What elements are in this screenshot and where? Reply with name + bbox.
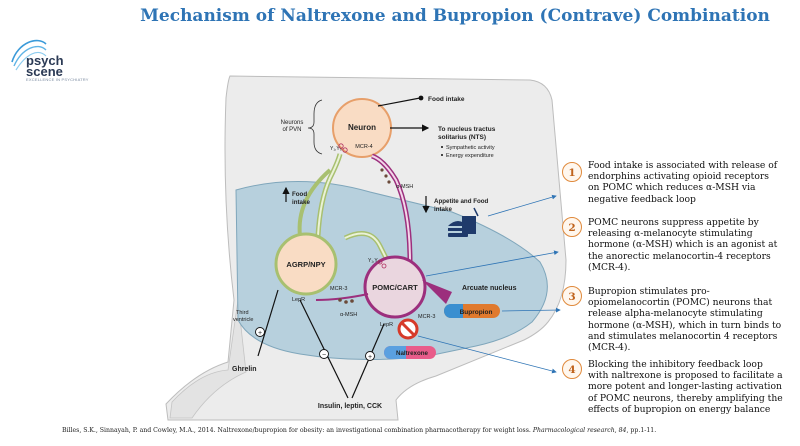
note-1-badge: 1 [562, 162, 582, 182]
agrp-npy-label: AGRP/NPY [286, 260, 325, 269]
connector-note-2 [425, 250, 559, 277]
insulin-to-agrp-line [299, 299, 349, 399]
bupropion-label: Bupropion [460, 309, 493, 316]
note-4-text: Blocking the inhibitory feedback loop wi… [588, 359, 783, 415]
naltrexone-capsule: Naltrexone [384, 346, 436, 359]
amsh-bottom-label: α-MSH [340, 312, 357, 318]
third-ventricle-line1: Third [236, 310, 249, 316]
insulin-to-pomc-line [351, 323, 385, 399]
logo-swirl-icon [11, 39, 47, 71]
logo-tagline: EXCELLENCE IN PSYCHIATRY [26, 77, 89, 82]
logo-word-psych: psych [26, 53, 64, 68]
citation-authors: Billes, S.K., Sinnayah, P. and Cowley, M… [62, 427, 533, 434]
nts-label-line1: To nucleus tractus [438, 126, 496, 133]
food-intake-top-label: Food intake [428, 96, 465, 103]
food-intake-left-line1: Food [292, 191, 307, 198]
appetite-label-line2: intake [434, 206, 452, 213]
neurons-of-pvn-line1: Neurons [281, 120, 304, 126]
agrp-npy-neuron [274, 232, 338, 296]
amsh-top-label: α-MSH [396, 184, 413, 190]
nts-bullet-sympathetic: Sympathetic activity [446, 145, 495, 151]
third-ventricle-line2: ventricle [233, 317, 253, 323]
naltrexone-label: Naltrexone [396, 350, 429, 357]
nts-label-line2: solitarius (NTS) [438, 134, 486, 141]
connector-note-4 [417, 335, 557, 374]
agrp-axon-upper-inner [317, 153, 341, 237]
naltrexone-block-icon [397, 318, 419, 340]
lepr-left-label: LepR [292, 297, 305, 303]
food-intake-line [377, 97, 421, 107]
mcr3-left-label: MCR-3 [330, 286, 347, 292]
insulin-leptin-cck-label: Insulin, leptin, CCK [318, 403, 382, 410]
pvn-bracket [307, 99, 323, 155]
pomc-stimulation-wedge [422, 280, 452, 304]
food-intake-left-line2: intake [292, 199, 310, 206]
note-1-text: Food intake is associated with release o… [588, 160, 778, 205]
pomc-cart-label: POMC/CART [372, 283, 418, 292]
citation: Billes, S.K., Sinnayah, P. and Cowley, M… [62, 427, 656, 434]
mcr4-label: MCR-4 [355, 144, 372, 150]
fast-food-icon [448, 207, 479, 237]
neurons-of-pvn-line2: of PVN [282, 127, 301, 133]
pvn-neuron-label: Neuron [348, 123, 376, 132]
appetite-label-line1: Appetite and Food [434, 198, 489, 205]
connector-note-3 [501, 307, 561, 313]
note-3-text: Bupropion stimulates pro-opiomelanocorti… [588, 286, 782, 354]
agrp-axon-left [297, 168, 332, 237]
citation-journal: Pharmacological research, 84 [532, 427, 627, 434]
note-3-badge: 3 [562, 286, 582, 306]
page-title: Mechanism of Naltrexone and Bupropion (C… [140, 6, 770, 26]
connector-note-1 [487, 194, 557, 217]
ghrelin-label: Ghrelin [232, 366, 257, 373]
ghrelin-line [257, 289, 279, 357]
lepr-right-label: LepR [380, 322, 393, 328]
third-ventricle-shape [169, 299, 247, 419]
y1y5-pomc-label: Y₁,Y₅ [368, 258, 380, 264]
logo-word-scene: scene [26, 64, 63, 79]
mcr3-right-label: MCR-3 [418, 314, 435, 320]
insulin-plus-sign: + [368, 354, 372, 361]
y1y5-top-label: Y₁,Y₅ [330, 146, 342, 152]
pomc-cart-neuron [363, 255, 427, 319]
citation-pages: , pp.1-11. [626, 427, 657, 434]
note-4-badge: 4 [562, 359, 582, 379]
pomc-to-agrp-axon [315, 293, 369, 301]
ghrelin-plus-sign: + [258, 330, 262, 337]
psychscene-logo: psych scene EXCELLENCE IN PSYCHIATRY [8, 30, 138, 90]
bupropion-capsule: Bupropion [444, 304, 500, 318]
note-2-text: POMC neurons suppress appetite by releas… [588, 217, 778, 273]
note-2-badge: 2 [562, 217, 582, 237]
nts-bullet-energy: Energy expenditure [446, 153, 494, 159]
insulin-minus-sign: − [322, 352, 326, 359]
arcuate-nucleus-label: Arcuate nucleus [462, 285, 517, 292]
